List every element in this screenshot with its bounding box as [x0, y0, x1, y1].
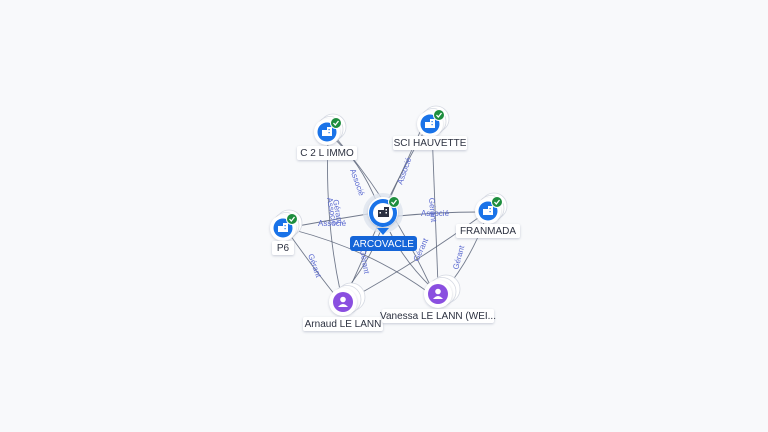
building-icon: [322, 127, 332, 136]
building-icon: [378, 207, 389, 217]
verified-check-icon: [433, 109, 445, 121]
company-node-p6[interactable]: P6: [270, 209, 303, 255]
node-label-bg: [297, 146, 357, 160]
edge-label-gerant-2: Gérant: [427, 197, 438, 223]
edge-label-associe-4: Associé: [318, 219, 347, 228]
node-label-bg: [382, 309, 494, 323]
company-node-franmada[interactable]: FRANMADA: [456, 192, 520, 238]
company-label: C 2 L IMMO: [300, 148, 354, 159]
center-label: ARCOVACLE: [353, 239, 414, 250]
edge-franmada-center: [397, 211, 479, 217]
edge-label-gerant-1: Gérant: [331, 199, 344, 225]
verified-check-icon: [388, 196, 400, 208]
company-node-scihauvette[interactable]: SCI HAUVETTE: [393, 105, 467, 150]
building-icon: [483, 206, 493, 215]
company-label: P6: [277, 243, 290, 254]
edge-label-gerant-5: Gérant: [358, 249, 371, 275]
edge-label-gerant-4: Gérant: [306, 253, 323, 280]
building-icon: [425, 119, 435, 128]
node-label-bg: [393, 136, 467, 150]
verified-check-icon: [330, 117, 342, 129]
company-nodes: C 2 L IMMO SCI HAUVETTE FRANMADA P6: [270, 105, 520, 255]
verified-check-icon: [286, 213, 298, 225]
node-label-bg: [456, 224, 520, 238]
center-node[interactable]: ARCOVACLE: [350, 193, 417, 251]
edge-label-gerant-3: Gérant: [451, 244, 466, 271]
center-label-pill: [350, 236, 417, 251]
person-node-arnaud[interactable]: Arnaud LE LANN: [303, 282, 383, 331]
person-node-vanessa[interactable]: Vanessa LE LANN (WEI...: [380, 274, 496, 323]
person-label: Vanessa LE LANN (WEI...: [380, 311, 496, 322]
company-label: FRANMADA: [460, 226, 516, 237]
edge-p6-arnaud: [289, 234, 336, 296]
person-label: Arnaud LE LANN: [305, 319, 382, 330]
company-label: SCI HAUVETTE: [394, 138, 467, 149]
edge-label-associe-2: Associé: [395, 156, 413, 186]
person-icon: [338, 296, 348, 307]
verified-check-icon: [491, 196, 503, 208]
edge-label-associe-3: Associé: [421, 209, 450, 218]
node-label-bg: [303, 317, 383, 331]
company-node-c2limmo[interactable]: C 2 L IMMO: [297, 113, 357, 160]
edge-p6-vanessa: [293, 229, 429, 293]
building-icon: [278, 223, 288, 232]
person-icon: [433, 288, 443, 299]
node-label-bg: [272, 241, 294, 255]
